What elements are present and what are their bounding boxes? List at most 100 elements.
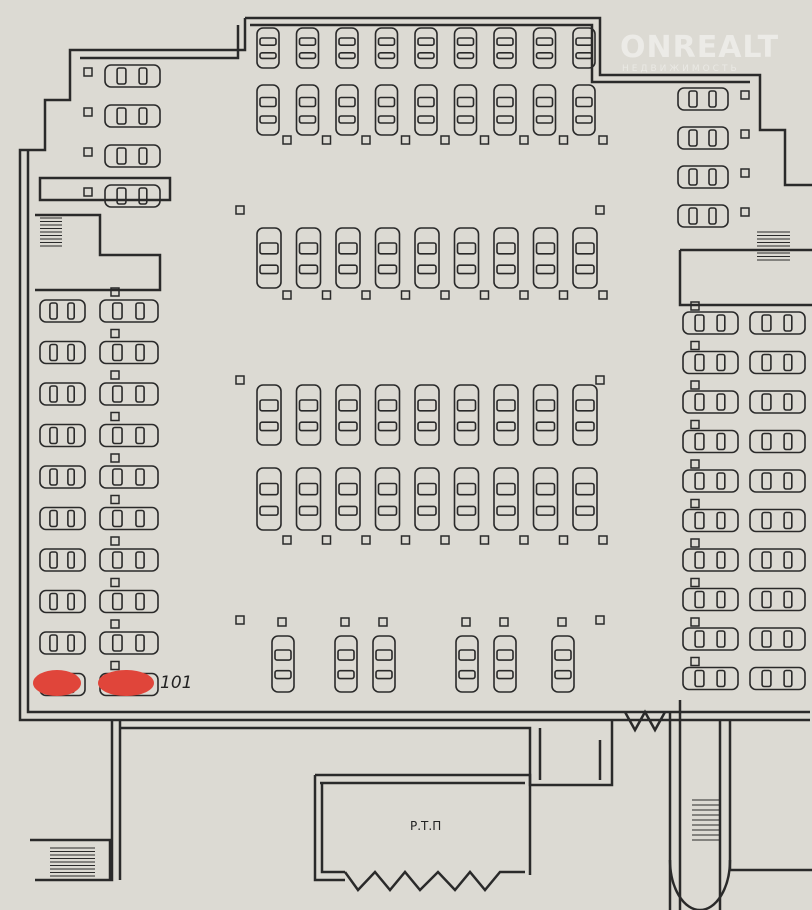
- car-space: [335, 227, 361, 289]
- car-windshield: [456, 37, 475, 46]
- car-outline: [532, 384, 559, 446]
- car-rear-window: [417, 264, 437, 275]
- car-windshield: [688, 168, 698, 186]
- car-outline: [99, 423, 159, 448]
- car-rear-window: [456, 505, 477, 516]
- car-space: [682, 390, 739, 414]
- car-space: [374, 27, 399, 69]
- car-outline: [99, 340, 159, 365]
- car-rear-window: [135, 343, 145, 362]
- car-windshield: [116, 187, 127, 205]
- car-windshield: [337, 649, 355, 661]
- car-windshield: [111, 468, 123, 486]
- car-rear-window: [67, 385, 76, 403]
- car-windshield: [496, 399, 516, 412]
- car-windshield: [688, 207, 698, 225]
- car-space: [414, 27, 438, 69]
- column: [400, 535, 411, 545]
- car-windshield: [338, 242, 358, 255]
- car-windshield: [298, 96, 317, 108]
- car-rear-window: [783, 353, 793, 372]
- car-rear-window: [67, 426, 76, 445]
- car-outline: [335, 227, 361, 289]
- car-windshield: [111, 343, 123, 362]
- car-outline: [256, 227, 282, 289]
- car-windshield: [111, 592, 123, 611]
- car-rear-window: [138, 147, 148, 165]
- watermark-subtitle: НЕДВИЖИМОСТЬ: [622, 64, 740, 74]
- car-rear-window: [135, 634, 145, 652]
- column: [598, 535, 608, 545]
- car-space: [39, 631, 86, 655]
- column: [340, 617, 350, 627]
- car-space: [572, 27, 596, 69]
- car-windshield: [496, 37, 514, 46]
- car-space: [682, 666, 739, 691]
- car-space: [532, 227, 559, 289]
- car-rear-window: [135, 592, 145, 611]
- column: [400, 290, 411, 300]
- car-windshield: [338, 37, 356, 46]
- car-space: [677, 87, 729, 111]
- car-outline: [749, 429, 806, 454]
- column: [361, 290, 371, 300]
- car-windshield: [116, 147, 127, 165]
- car-space: [682, 469, 739, 493]
- car-outline: [572, 384, 598, 446]
- car-windshield: [111, 551, 123, 569]
- car-outline: [104, 144, 161, 168]
- car-space: [572, 384, 598, 446]
- car-windshield: [298, 37, 317, 46]
- car-windshield: [111, 509, 123, 528]
- car-windshield: [338, 96, 356, 108]
- car-space: [374, 384, 401, 446]
- car-rear-window: [716, 590, 726, 609]
- car-space: [749, 429, 806, 454]
- car-windshield: [49, 551, 58, 569]
- car-windshield: [259, 242, 279, 255]
- car-outline: [493, 635, 517, 693]
- car-windshield: [694, 314, 705, 332]
- car-windshield: [259, 96, 277, 108]
- car-outline: [749, 627, 806, 651]
- column: [499, 617, 509, 627]
- car-outline: [749, 350, 806, 375]
- car-outline: [572, 27, 596, 69]
- car-space: [374, 84, 399, 136]
- car-rear-window: [338, 421, 358, 432]
- car-outline: [453, 84, 478, 136]
- car-rear-window: [535, 264, 556, 275]
- column: [83, 67, 93, 77]
- car-space: [749, 350, 806, 375]
- column: [110, 411, 120, 422]
- car-rear-window: [716, 511, 726, 530]
- car-windshield: [377, 482, 398, 496]
- car-rear-window: [783, 393, 793, 411]
- car-space: [551, 635, 575, 693]
- car-outline: [39, 423, 86, 448]
- car-windshield: [338, 482, 358, 496]
- column: [519, 535, 529, 545]
- car-rear-window: [135, 468, 145, 486]
- car-windshield: [575, 482, 595, 496]
- column: [598, 135, 608, 145]
- car-rear-window: [716, 630, 726, 648]
- car-outline: [453, 384, 480, 446]
- car-rear-window: [135, 385, 145, 403]
- car-windshield: [49, 343, 58, 362]
- car-outline: [104, 64, 161, 88]
- car-space: [749, 587, 806, 612]
- car-space: [104, 184, 161, 208]
- car-outline: [677, 87, 729, 111]
- car-rear-window: [575, 51, 593, 60]
- car-space: [677, 165, 729, 189]
- car-space: [335, 384, 361, 446]
- column: [558, 135, 569, 145]
- car-space: [532, 467, 559, 531]
- space-number-label: 101: [160, 673, 193, 693]
- car-space: [39, 299, 86, 323]
- car-outline: [749, 666, 806, 691]
- car-outline: [295, 467, 322, 531]
- car-windshield: [694, 511, 705, 530]
- car-rear-window: [716, 432, 726, 451]
